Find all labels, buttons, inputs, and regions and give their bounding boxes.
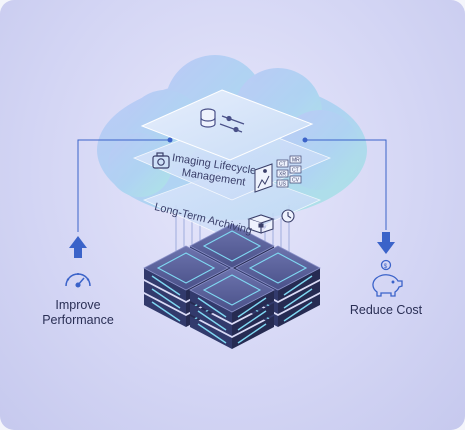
- thumb-label: XR: [279, 172, 286, 178]
- piggy-bank-icon: $: [372, 259, 403, 297]
- server-led-strip: [151, 301, 181, 322]
- server-led-strip: [151, 288, 181, 309]
- server-led-strip: [197, 310, 227, 331]
- server-top-glow: [202, 230, 262, 262]
- connector-left: [77, 137, 173, 232]
- archive-chest-icon: [247, 214, 275, 234]
- thumb-label: CV: [292, 178, 300, 184]
- improve-line1: Improve: [55, 298, 101, 312]
- server-top: [143, 245, 229, 291]
- coin-symbol: $: [384, 263, 388, 270]
- thumb-label: MR: [292, 158, 300, 164]
- server-led-strip: [283, 275, 313, 296]
- server-top: [235, 245, 321, 291]
- server-top-glow: [202, 274, 262, 306]
- server-led-strip: [237, 297, 267, 318]
- thumb-grid: CT MR XR CT US CV: [276, 155, 302, 188]
- server-led-strip: [197, 323, 227, 344]
- server-led-strip: [283, 288, 313, 309]
- top-layer: [140, 89, 314, 161]
- connector-right: [302, 137, 387, 230]
- server-top-glow: [248, 252, 308, 284]
- server-led-strip: [151, 275, 181, 296]
- database-settings-icon: [200, 108, 245, 133]
- speedometer-icon: [65, 273, 91, 288]
- arrow-up-icon: [69, 236, 87, 258]
- server-led-strip: [283, 301, 313, 322]
- server-led-strip: [237, 310, 267, 331]
- thumb-label: CT: [279, 162, 286, 168]
- server-top-glow: [156, 252, 216, 284]
- improve-performance-label: Improve Performance: [38, 298, 118, 328]
- server-top: [189, 267, 275, 313]
- server-led-strip: [197, 297, 227, 318]
- reduce-cost-label: Reduce Cost: [349, 303, 423, 317]
- arrow-down-icon: [377, 232, 395, 254]
- improve-line2: Performance: [42, 313, 114, 327]
- server-cluster: [143, 223, 321, 349]
- image-grid-icon: [254, 163, 273, 193]
- clock-icon: [281, 209, 295, 223]
- thumb-label: CT: [292, 168, 299, 174]
- server-led-strip: [237, 323, 267, 344]
- thumb-label: US: [279, 182, 287, 188]
- camera-icon: [152, 152, 170, 169]
